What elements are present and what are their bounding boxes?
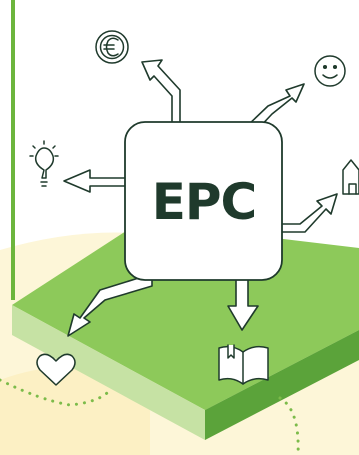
arrow-to-house [277,193,338,233]
platform-side-right [205,330,359,440]
smiley-face-icon [314,55,346,87]
open-book-icon [218,344,269,385]
heart-icon [36,353,76,386]
hub-label: EPC [152,173,257,231]
side-bar [11,0,15,300]
euro-coin-icon [95,30,129,64]
platform-side-left [12,305,205,440]
house-icon [342,159,359,195]
dotted-paths [0,378,300,455]
arrow-to-heart [67,275,153,337]
dotted-path-right [278,396,300,455]
arrow-to-euro [141,59,181,131]
dotted-path-left [0,378,112,407]
arrow-to-book [227,275,259,331]
arrow-to-lightbulb [63,169,129,193]
lightbulb-icon [29,140,59,187]
arrows [63,59,338,337]
hub-box [124,121,283,281]
